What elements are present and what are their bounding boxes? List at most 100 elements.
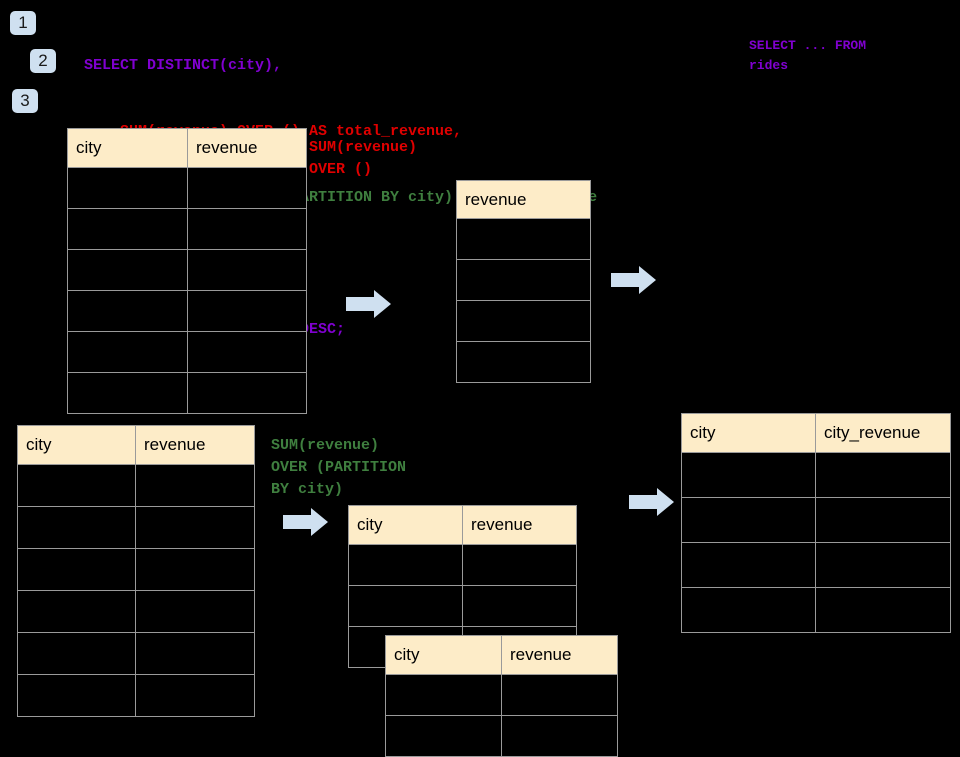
column-header-revenue: revenue [135,425,255,465]
cell-city [67,167,188,209]
cell-city [17,590,136,633]
step-badge-3[interactable]: 3 [12,89,38,113]
table-row [67,167,307,209]
column-header-city-revenue: city_revenue [815,413,951,453]
table-row [67,208,307,250]
table-row [385,715,618,757]
cell-revenue [187,372,307,414]
table-row [456,300,591,342]
cell-revenue [501,674,618,716]
cell-city [681,452,816,498]
table-row [681,497,951,543]
column-header-revenue: revenue [501,635,618,675]
cell-revenue [456,259,591,301]
rides-source-table-top: city revenue [67,128,307,414]
annotation-select-from: SELECT ... FROM rides [749,38,867,73]
cell-city-revenue [815,452,951,498]
table-header-row: city city_revenue [681,413,951,453]
cell-city [385,674,502,716]
table-header-row: city revenue [385,635,618,675]
arrow-right-icon [346,290,391,318]
table-row [681,542,951,588]
table-row [67,249,307,291]
column-header-revenue: revenue [462,505,577,545]
cell-revenue [187,331,307,373]
cell-revenue [135,632,255,675]
cell-revenue [456,300,591,342]
table-row [681,587,951,633]
column-header-revenue: revenue [187,128,307,168]
cell-city [17,464,136,507]
table-header-row: revenue [456,180,591,219]
cell-city-revenue [815,542,951,588]
partition-group-table-a: city revenue [348,505,577,668]
table-row [17,590,255,633]
cell-city [67,372,188,414]
cell-revenue [135,590,255,633]
cell-city [681,587,816,633]
table-header-row: city revenue [17,425,255,465]
total-revenue-table: revenue [456,180,591,383]
table-row [385,674,618,716]
cell-city [681,497,816,543]
cell-city [17,674,136,717]
cell-city [17,506,136,549]
table-row [17,548,255,591]
arrow-right-icon [629,488,674,516]
cell-city [348,544,463,586]
cell-revenue [187,208,307,250]
column-header-city: city [67,128,188,168]
cell-revenue [135,464,255,507]
cell-revenue [135,674,255,717]
cell-revenue [187,290,307,332]
cell-city-revenue [815,587,951,633]
column-header-city: city [681,413,816,453]
cell-revenue [462,544,577,586]
table-header-row: city revenue [348,505,577,545]
cell-city [67,208,188,250]
result-table: city city_revenue [681,413,951,633]
cell-city [681,542,816,588]
table-row [456,259,591,301]
cell-city [17,632,136,675]
cell-revenue [187,167,307,209]
table-row [456,341,591,383]
cell-city-revenue [815,497,951,543]
column-header-city: city [348,505,463,545]
cell-city [348,585,463,627]
sql-line-1: SELECT DISTINCT(city), [84,57,283,74]
table-row [17,506,255,549]
cell-revenue [501,715,618,757]
cell-revenue [456,341,591,383]
cell-revenue [135,506,255,549]
arrow-right-icon [611,266,656,294]
cell-revenue [462,585,577,627]
cell-city [17,548,136,591]
table-row [17,464,255,507]
cell-city [67,331,188,373]
column-header-city: city [17,425,136,465]
step-badge-2[interactable]: 2 [30,49,56,73]
annotation-sum-over-empty: SUM(revenue) OVER () [309,139,418,178]
cell-revenue [187,249,307,291]
table-row [348,585,577,627]
table-row [17,674,255,717]
cell-revenue [456,218,591,260]
arrow-right-icon [283,508,328,536]
column-header-revenue: revenue [456,180,591,219]
table-row [67,372,307,414]
table-row [67,331,307,373]
table-row [681,452,951,498]
table-row [348,544,577,586]
annotation-sum-over-partition: SUM(revenue) OVER (PARTITION BY city) [271,437,407,498]
cell-city [385,715,502,757]
table-row [456,218,591,260]
table-row [17,632,255,675]
diagram-canvas: 1 2 3 SELECT DISTINCT(city), SUM(revenue… [10,11,951,757]
cell-city [67,249,188,291]
step-badge-1[interactable]: 1 [10,11,36,35]
column-header-city: city [385,635,502,675]
partition-group-table-b: city revenue [385,635,618,757]
cell-city [67,290,188,332]
table-header-row: city revenue [67,128,307,168]
